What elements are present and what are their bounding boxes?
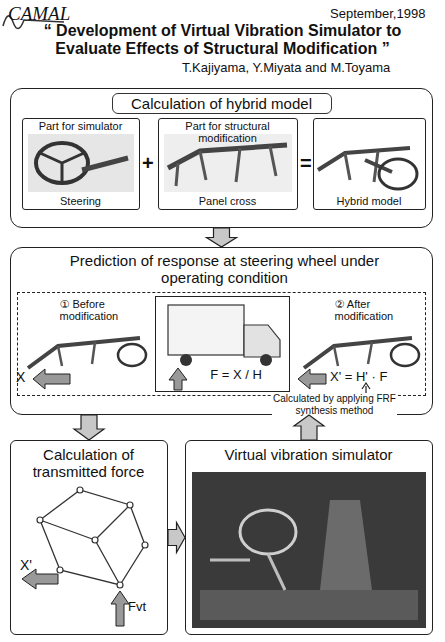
node-text: Prediction of response at steering wheel…	[55, 252, 395, 287]
date-text: September,1998	[330, 7, 425, 22]
steering-wheel	[36, 143, 88, 183]
truck-wheel	[180, 354, 192, 366]
flow-arrow	[294, 415, 324, 440]
joint	[37, 517, 43, 523]
section-panel: Calculation of hybrid modelPart for simu…	[10, 88, 433, 228]
joint	[127, 502, 133, 508]
vehicle-box: F = X / H	[155, 296, 290, 392]
joint	[117, 582, 123, 588]
simulator-seat	[320, 500, 372, 590]
title: “ Development of Virtual Vibration Simul…	[10, 22, 435, 59]
panel-cross-brackets	[176, 146, 276, 186]
simulator-photo	[192, 472, 426, 628]
part-box: Part for simulatorSteering	[22, 118, 140, 210]
linkage-joints	[37, 487, 148, 588]
node-text: ① Before modification	[60, 298, 155, 323]
node-text: Calculation of transmitted force	[14, 446, 164, 481]
steering-wheel	[118, 344, 146, 366]
node-text: Panel cross	[160, 195, 296, 208]
truck-cargo	[168, 305, 244, 355]
node-text: Virtual vibration simulator	[190, 446, 428, 463]
node-text: Part for structural modification	[160, 120, 296, 145]
response-symbol: X'	[20, 557, 32, 573]
steering-spokes	[40, 153, 84, 182]
truck-cab	[244, 325, 280, 357]
joint	[77, 487, 83, 493]
joint	[92, 537, 98, 543]
callout-arrow	[362, 383, 370, 393]
author-line: T.Kajiyama, Y.Miyata and M.Toyama	[182, 61, 390, 76]
panel-cross-brackets	[334, 342, 372, 366]
part-box: Part for structural modificationPanel cr…	[158, 118, 298, 210]
linkage-model	[40, 490, 145, 585]
photo-background	[28, 134, 134, 192]
node-text: ② After modification	[335, 298, 423, 323]
node-text: Part for simulator	[24, 120, 138, 133]
operator-symbol: +	[142, 152, 154, 175]
steering-wheel	[391, 344, 419, 366]
response-symbol: X	[16, 369, 25, 385]
force-arrow	[169, 368, 187, 390]
steering-wheel	[379, 159, 417, 189]
steering-column	[82, 158, 128, 170]
flow-arrow	[74, 415, 104, 440]
force-symbol: Fvt	[128, 600, 146, 615]
section-panel: Prediction of response at steering wheel…	[10, 247, 433, 415]
node-text: Steering	[24, 195, 138, 208]
panel-cross-brackets	[58, 342, 95, 366]
force-arrow	[111, 591, 129, 626]
simulator-frame	[210, 554, 285, 590]
panel-cross-brackets	[345, 151, 378, 182]
joint	[57, 567, 63, 573]
node-text: F = X / H	[187, 368, 285, 383]
flow-arrow	[207, 228, 237, 247]
flow-arrow	[168, 523, 185, 553]
section-heading: Calculation of hybrid model	[112, 93, 332, 114]
section-panel: Virtual vibration simulator	[185, 440, 433, 635]
operator-symbol: =	[300, 152, 312, 175]
part-box: Hybrid model	[313, 118, 426, 210]
logo-text: CAMAL	[8, 3, 70, 25]
node-text: Hybrid model	[315, 195, 424, 208]
truck-wheel	[260, 354, 272, 366]
formula-text: X' = H' · F	[330, 370, 387, 385]
response-arrow	[298, 369, 326, 389]
simulator-steering	[240, 510, 296, 554]
simulator-platform	[200, 590, 418, 620]
response-arrow	[33, 369, 70, 389]
joint	[142, 542, 148, 548]
callout-note: Calculated by applying FRF synthesis met…	[272, 393, 397, 416]
